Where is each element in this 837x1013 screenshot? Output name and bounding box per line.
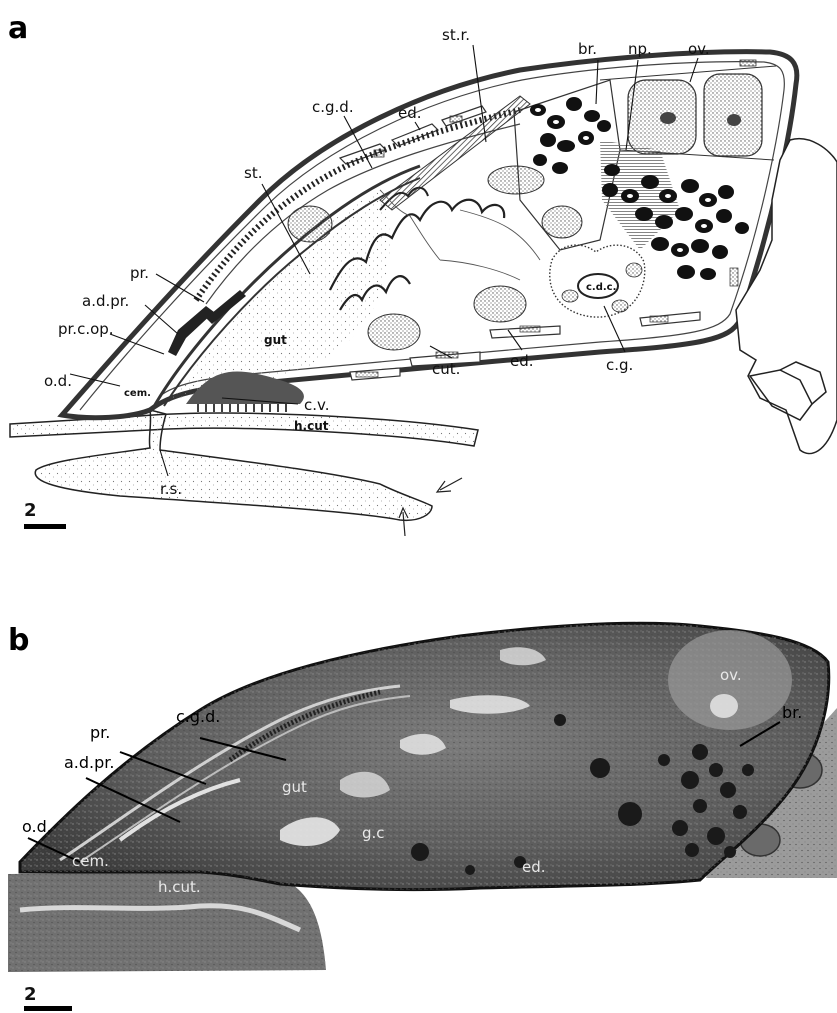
label-prcop: pr.c.op. (58, 320, 114, 338)
label-ed: ed. (398, 104, 422, 122)
label-od-b: o.d. (22, 817, 52, 836)
ovary-vacuole (710, 694, 738, 718)
nucleus (488, 166, 544, 194)
label-pr: pr. (130, 264, 149, 282)
oocyte-nucleolus (727, 114, 741, 126)
nucleus (474, 286, 526, 322)
label-cem: cem. (124, 388, 151, 399)
label-rs: r.s. (160, 480, 182, 498)
cement-gland-cell (626, 263, 642, 277)
panel-b: b (8, 623, 837, 1011)
label-str: st.r. (442, 26, 470, 44)
cement-gland-cell (562, 290, 578, 302)
label-ov-b: ov. (720, 666, 742, 684)
epidermal-nucleus (356, 372, 378, 377)
epidermal-nucleus (740, 60, 756, 66)
epidermal-nucleus (650, 316, 668, 322)
label-cdc: c.d.c. (586, 282, 616, 293)
panel-a: a (8, 11, 837, 536)
label-ed-lower: ed. (510, 352, 534, 370)
label-br: br. (578, 40, 597, 58)
nucleus (288, 206, 332, 242)
label-st: st. (244, 164, 262, 182)
label-adpr-b: a.d.pr. (64, 753, 114, 772)
label-np: np. (628, 40, 652, 58)
label-gc-b: g.c (362, 824, 385, 842)
label-hcut: h.cut (294, 419, 329, 433)
label-cv: c.v. (304, 396, 330, 414)
label-od: o.d. (44, 372, 72, 390)
epidermal-nucleus (520, 326, 540, 332)
label-ed-b: ed. (522, 858, 546, 876)
label-adpr: a.d.pr. (82, 292, 129, 310)
scale-bar-b (24, 1006, 72, 1011)
panel-b-letter: b (8, 623, 29, 658)
label-cg: c.g. (606, 356, 633, 374)
epidermal-nucleus (730, 268, 738, 286)
label-hcut-b: h.cut. (158, 878, 201, 896)
nucleus (542, 206, 582, 238)
arrow-upper-head-icon (437, 481, 451, 492)
label-cgd: c.g.d. (312, 98, 354, 116)
label-pr-b: pr. (90, 723, 110, 742)
nucleus (368, 314, 420, 350)
label-cem-b: cem. (72, 852, 109, 870)
scale-bar-label-b: 2 (24, 984, 37, 1005)
label-gut: gut (264, 333, 287, 347)
cement-gland-cell (612, 300, 628, 312)
label-br-b: br. (782, 703, 802, 722)
label-gut-b: gut (282, 778, 307, 796)
scale-bar-label-a: 2 (24, 500, 37, 521)
cuticular-villi (198, 404, 286, 412)
label-cut: cut. (432, 360, 460, 378)
panel-a-letter: a (8, 11, 28, 46)
scale-bar-a (24, 524, 66, 529)
label-cgd-b: c.g.d. (176, 707, 220, 726)
epidermal-nucleus (450, 116, 462, 122)
label-ov: ov. (688, 40, 710, 58)
oocyte-nucleolus (660, 112, 676, 124)
